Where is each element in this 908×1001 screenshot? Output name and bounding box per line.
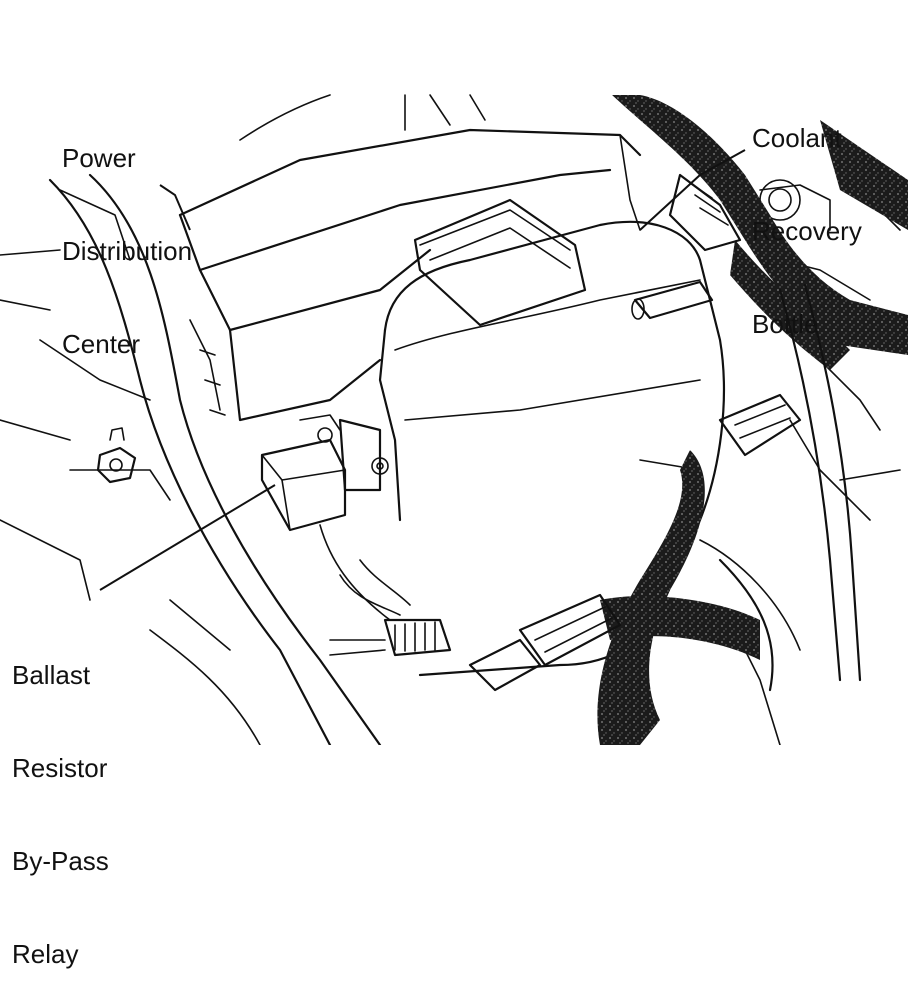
pdc-label-line-3: Center — [62, 329, 141, 359]
power-distribution-center-box — [178, 128, 642, 422]
right-hoses — [597, 95, 908, 745]
pdc-label-line-1: Power — [62, 143, 136, 173]
relay-label-line-2: Resistor — [12, 753, 108, 783]
mounting-bolt — [96, 427, 137, 484]
left-curved-hose — [48, 173, 382, 747]
pdc-label: Power Distribution Center — [62, 81, 192, 391]
hose-fittings — [468, 173, 862, 692]
coolant-leader-line — [639, 149, 746, 231]
pdc-label-line-2: Distribution — [62, 236, 193, 266]
coolant-label: Coolant Recovery Bottle — [752, 61, 862, 371]
coolant-label-line-1: Coolant — [752, 123, 842, 153]
coolant-label-line-3: Bottle — [752, 309, 819, 339]
engine-bay-diagram: Power Distribution Center Coolant Recove… — [0, 61, 908, 969]
coolant-label-line-2: Recovery — [752, 216, 862, 246]
relay-leader-line — [99, 484, 276, 591]
engine-bay-illustration — [0, 94, 908, 747]
relay-label: Ballast Resistor By-Pass Relay — [12, 598, 109, 1001]
relay-label-line-4: Relay — [12, 939, 79, 969]
leader-lines — [99, 149, 746, 591]
relay-label-line-1: Ballast — [12, 660, 91, 690]
ballast-relay-component — [260, 414, 452, 657]
relay-label-line-3: By-Pass — [12, 846, 109, 876]
pdc-leader-line — [159, 184, 191, 231]
